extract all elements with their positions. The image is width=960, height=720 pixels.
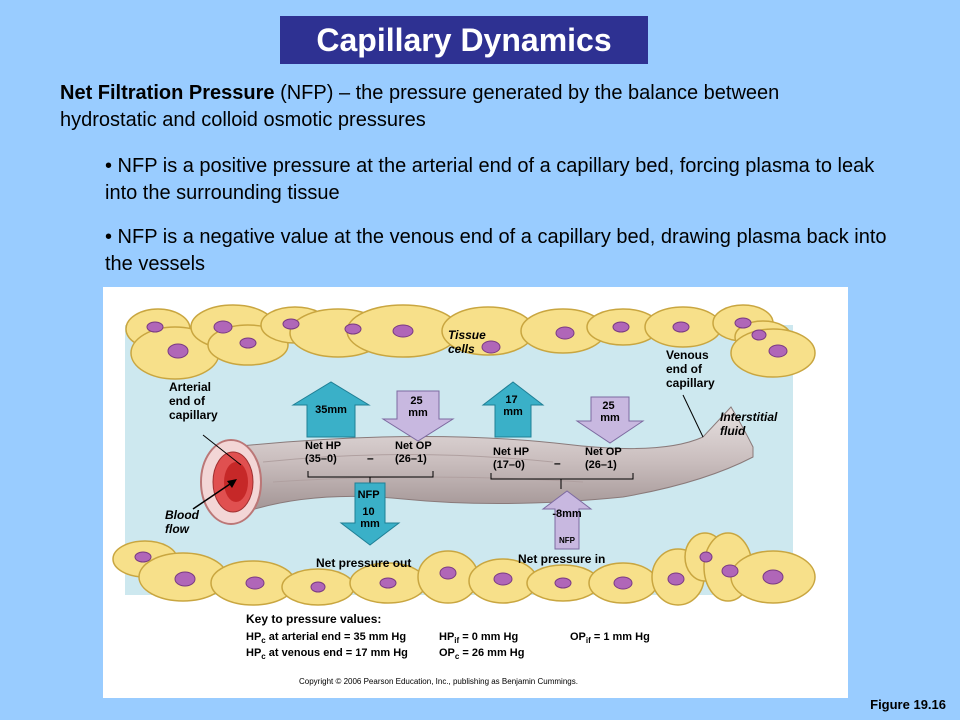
intro-term: Net Filtration Pressure xyxy=(60,82,275,104)
arterial-end-label: Arterial end of capillary xyxy=(169,380,218,422)
net-pressure-in-label: Net pressure in xyxy=(518,552,605,566)
intro-paragraph: Net Filtration Pressure (NFP) – the pres… xyxy=(60,80,880,134)
bullet-venous: • NFP is a negative value at the venous … xyxy=(105,226,887,275)
venous-net-op: Net OP (26–1) xyxy=(585,446,625,471)
venous-hp-arrow: 17 mm xyxy=(481,381,545,438)
arterial-minus: – xyxy=(367,451,374,465)
blood-flow-arrow xyxy=(192,481,234,510)
capillary-figure: Tissue cells Arterial end of capillary V… xyxy=(103,287,848,698)
venous-net-hp: Net HP (17–0) xyxy=(493,446,532,471)
venous-end-label: Venous end of capillary xyxy=(666,348,715,390)
nfp-out-value: NFP 10 mm xyxy=(358,489,383,530)
nfp-out-arrow: NFP 10 mm xyxy=(339,482,401,546)
key-heading: Key to pressure values: xyxy=(246,612,381,626)
venous-op-value: 25 mm xyxy=(600,400,620,424)
nfp-in-value: -8mm xyxy=(552,508,582,520)
venous-op-arrow: 25 mm xyxy=(575,396,645,444)
key-row-2: HPc at venous end = 17 mm Hg OPc = 26 mm… xyxy=(246,647,524,661)
bottom-tissue-cells xyxy=(112,532,816,606)
venous-minus: – xyxy=(554,456,561,470)
slide-title-text: Capillary Dynamics xyxy=(316,21,612,58)
key-row-1: HPc at arterial end = 35 mm Hg HPif = 0 … xyxy=(246,631,650,645)
arterial-hp-value: 35mm xyxy=(315,404,347,416)
slide-title: Capillary Dynamics xyxy=(280,16,648,64)
nfp-in-label: NFP xyxy=(559,536,576,545)
tissue-cells-label: Tissue cells xyxy=(448,328,489,356)
arterial-hp-arrow: 35mm xyxy=(291,381,371,438)
bullet-arterial: • NFP is a positive pressure at the arte… xyxy=(105,155,875,204)
arterial-net-op: Net OP (26–1) xyxy=(395,440,435,465)
nfp-in-arrow: -8mm NFP xyxy=(541,490,593,550)
interstitial-fluid-label: Interstitial fluid xyxy=(720,410,781,438)
arterial-net-hp: Net HP (35–0) xyxy=(305,440,344,465)
arterial-op-arrow: 25 mm xyxy=(381,390,455,442)
intro-definition: (NFP) – the pressure generated by the ba… xyxy=(60,82,780,131)
top-tissue-cells xyxy=(125,304,816,380)
net-pressure-out-label: Net pressure out xyxy=(316,556,411,570)
arterial-op-value: 25 mm xyxy=(408,395,428,419)
blood-flow-label: Blood flow xyxy=(165,508,202,536)
figure-caption: Figure 19.16 xyxy=(870,697,946,712)
copyright-text: Copyright © 2006 Pearson Education, Inc.… xyxy=(299,677,578,686)
venous-hp-value: 17 mm xyxy=(503,394,523,418)
capillary-diagram: Tissue cells Arterial end of capillary V… xyxy=(112,304,816,686)
pressure-key: Key to pressure values: HPc at arterial … xyxy=(246,612,650,661)
